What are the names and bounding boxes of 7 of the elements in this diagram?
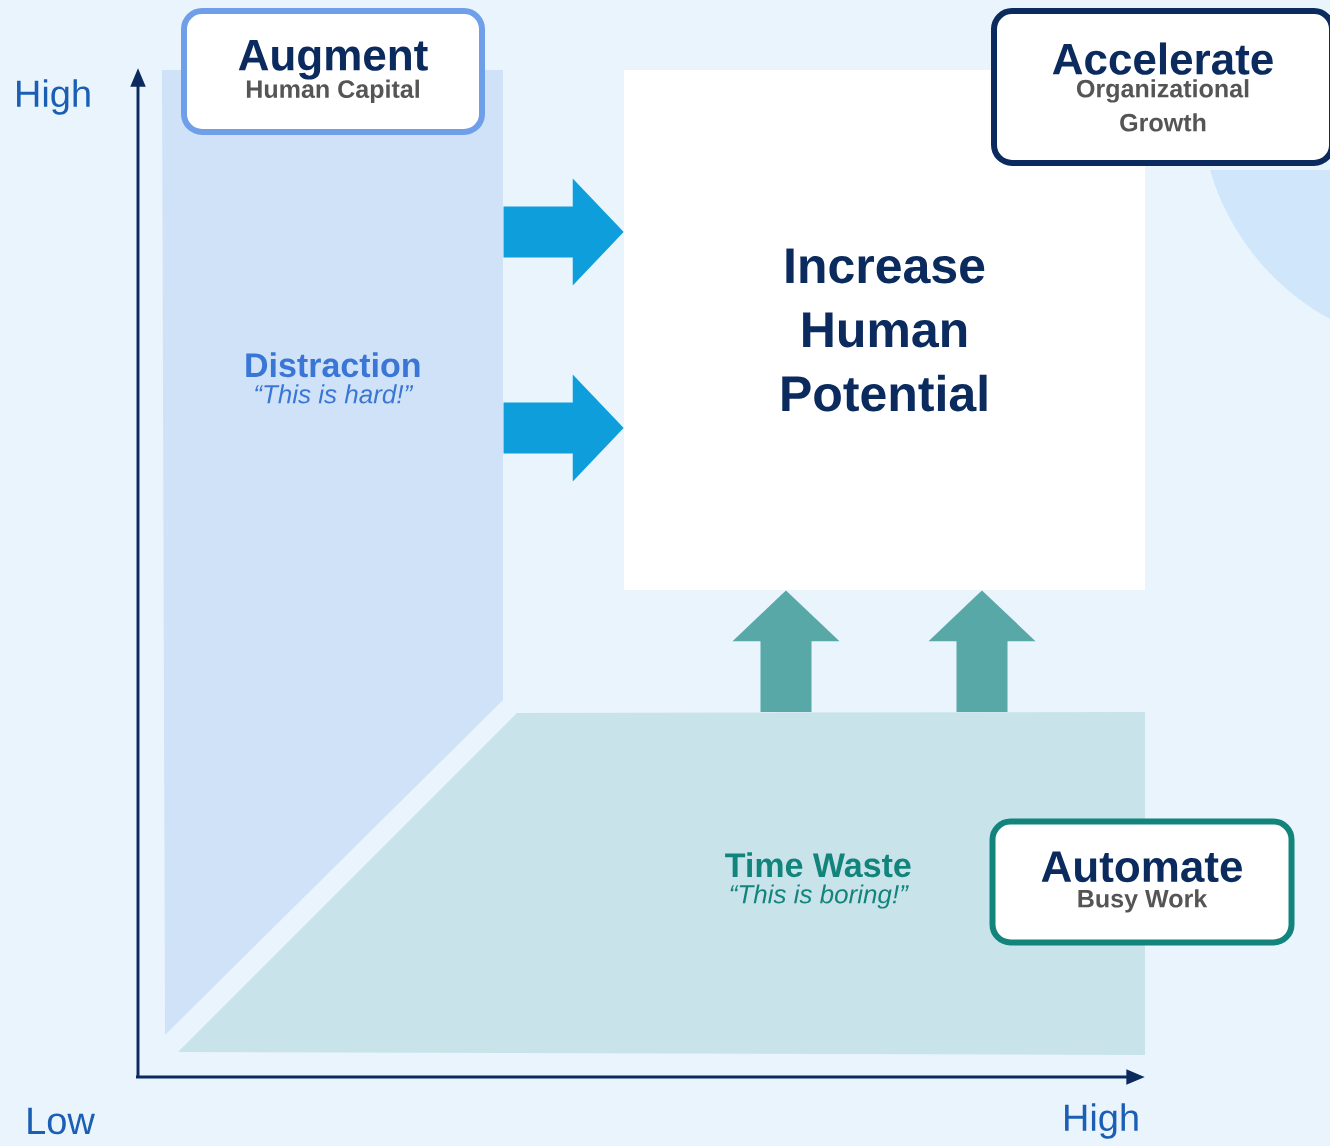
axis-label: High <box>1065 1103 1138 1139</box>
title-card: Augment Human Capital <box>181 8 485 135</box>
circle-segment <box>1210 170 1330 320</box>
title-card: Automate Busy Work <box>989 818 1295 946</box>
axis-label: Low <box>28 1107 95 1135</box>
axis-label: High <box>17 79 90 115</box>
title-card: Accelerate Organizational Growth <box>991 8 1330 166</box>
